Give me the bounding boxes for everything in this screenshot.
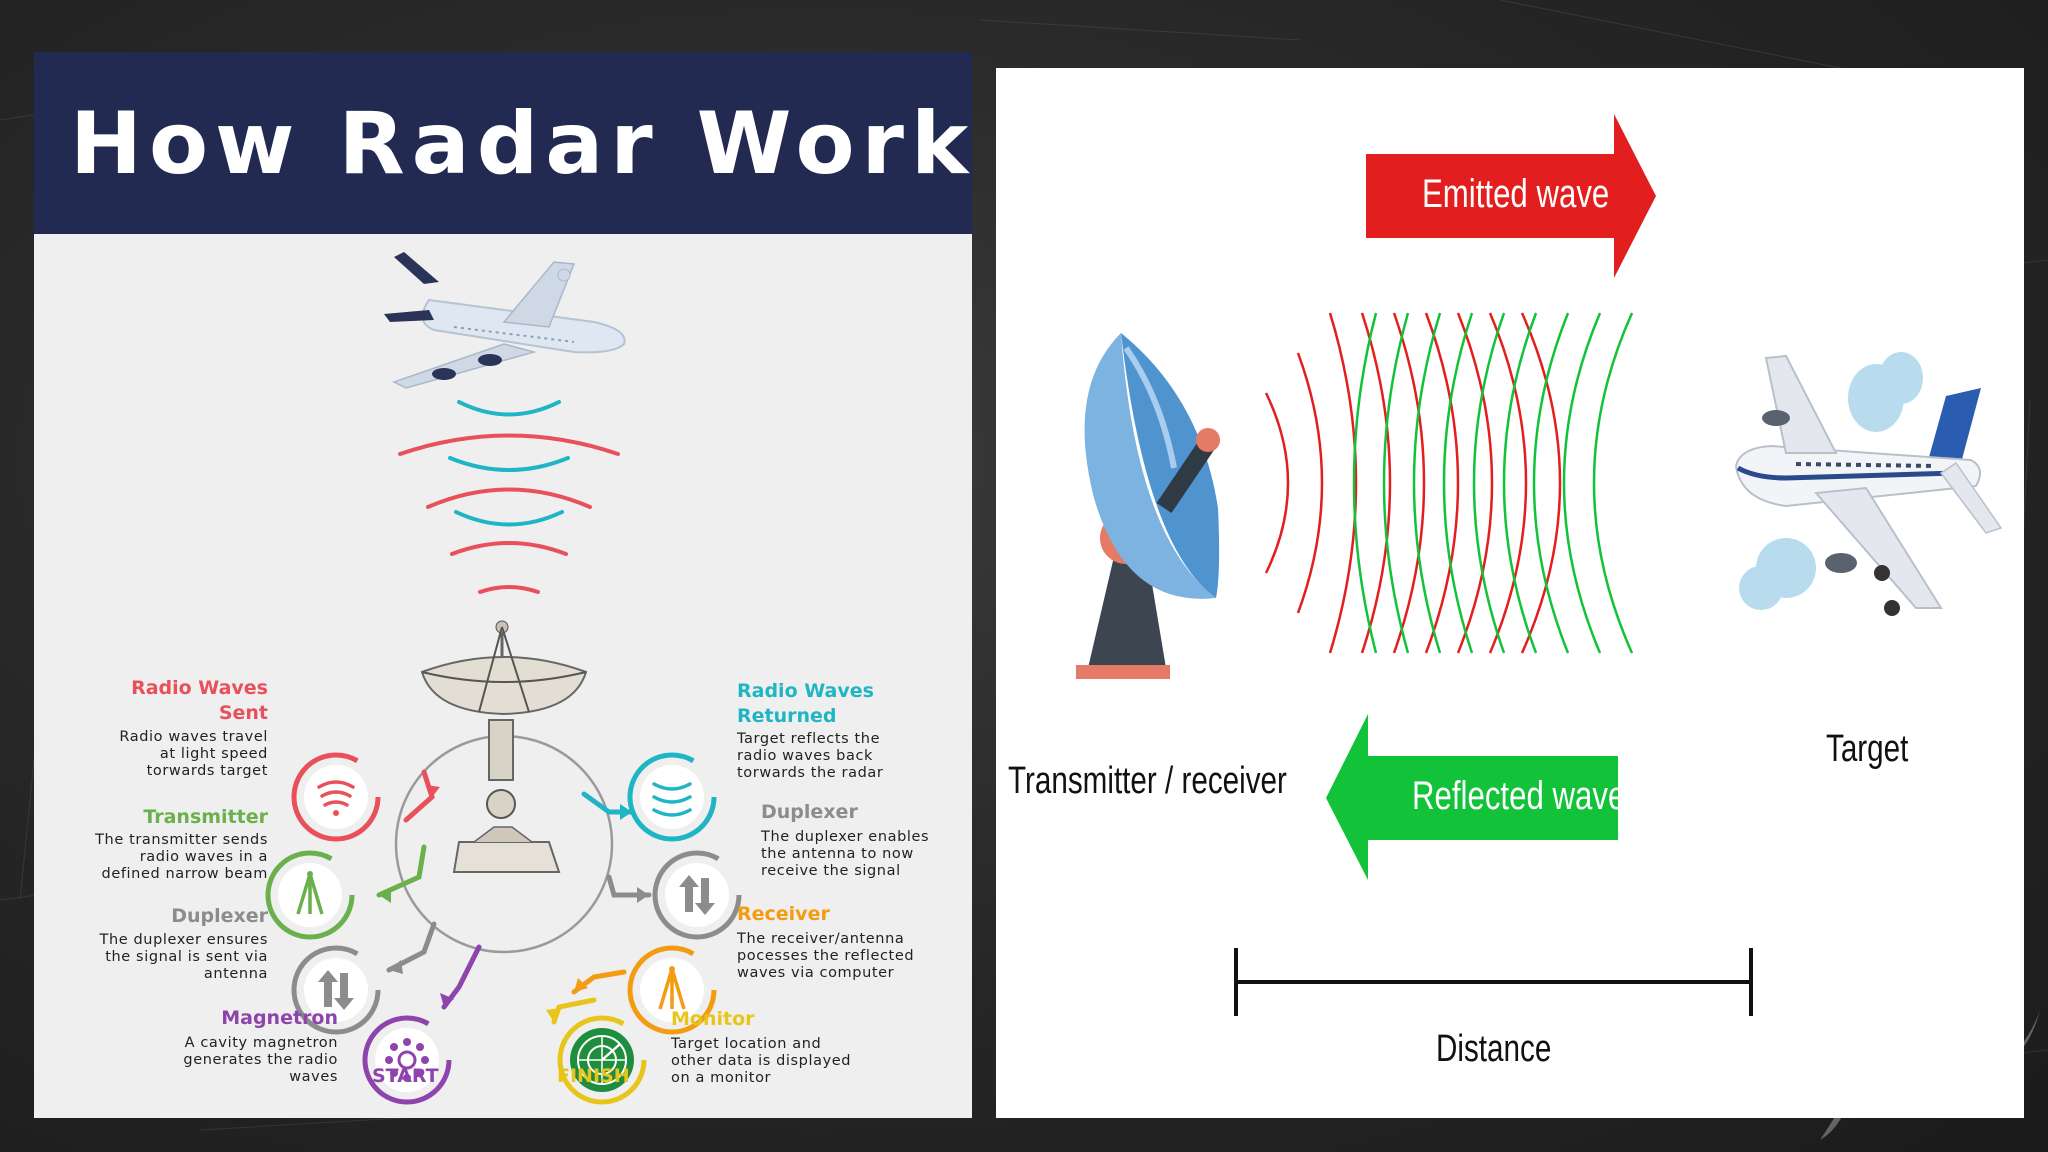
radar-diagram: Emitted wave Reflected wave Transmitter … xyxy=(996,68,2024,1118)
wave-lines xyxy=(1264,312,1634,654)
finish-label: FINISH xyxy=(557,1065,630,1087)
reflected-wave-line xyxy=(1352,312,1378,654)
distance-scale xyxy=(1234,948,1753,1016)
magnetron-icon xyxy=(362,1015,452,1105)
duplexer-left-title: Duplexer xyxy=(171,905,268,927)
emitted-wave-line xyxy=(1520,312,1562,654)
monitor-desc: Target location and other data is displa… xyxy=(671,1036,852,1086)
receiver-title: Receiver xyxy=(737,903,830,925)
duplexer-right-title: Duplexer xyxy=(761,801,858,823)
reflected-wave-line xyxy=(1592,312,1634,654)
emitted-wave-line xyxy=(1456,312,1494,654)
emitted-wave-line xyxy=(1424,312,1460,654)
radar-wave-arcs xyxy=(398,400,620,594)
magnetron-title: Magnetron xyxy=(221,1007,338,1029)
emitted-wave-label: Emitted wave xyxy=(1422,172,1610,216)
emitted-wave-line xyxy=(1488,312,1528,654)
receiver-icon xyxy=(627,945,717,1035)
radio-waves-returned-icon xyxy=(627,752,717,842)
transmitter-icon xyxy=(265,850,355,940)
transmitter-receiver-label: Transmitter / receiver xyxy=(1008,760,1287,802)
duplexer-left-icon xyxy=(291,945,381,1035)
reflected-wave-line xyxy=(1472,312,1506,654)
airplane-icon xyxy=(384,252,626,389)
page-title: How Radar Works xyxy=(70,94,972,194)
monitor-icon xyxy=(557,1015,647,1105)
target-airplane-icon xyxy=(1734,352,2003,616)
emitted-wave-line xyxy=(1328,312,1358,654)
reflected-wave-line xyxy=(1442,312,1474,654)
radio-waves-returned-desc: Target reflects the radio waves back tor… xyxy=(737,731,884,781)
duplexer-right-icon xyxy=(652,850,742,940)
monitor-title: Monitor xyxy=(671,1008,755,1030)
reflected-wave-line xyxy=(1382,312,1410,654)
magnetron-desc: A cavity magnetron generates the radio w… xyxy=(183,1035,338,1085)
emitted-wave-line xyxy=(1360,312,1392,654)
duplexer-right-desc: The duplexer enables the antenna to now … xyxy=(761,829,930,879)
reflected-wave-line xyxy=(1502,312,1538,654)
target-label: Target xyxy=(1826,728,1909,770)
receiver-desc: The receiver/antenna pocesses the reflec… xyxy=(737,931,915,981)
transmitter-desc: The transmitter sends radio waves in a d… xyxy=(95,832,268,882)
reflected-wave-arrow xyxy=(1326,714,1618,880)
radio-waves-returned-title: Radio Waves Returned xyxy=(737,680,874,727)
distance-label: Distance xyxy=(1436,1028,1552,1070)
transmitter-title: Transmitter xyxy=(143,806,268,828)
radio-waves-sent-icon xyxy=(291,752,381,842)
radar-dish-icon xyxy=(420,620,588,873)
reflected-wave-line xyxy=(1532,312,1570,654)
radio-waves-sent-desc: Radio waves travel at light speed torwar… xyxy=(119,729,268,779)
reflected-wave-line xyxy=(1562,312,1602,654)
start-label: START xyxy=(372,1065,439,1087)
arrow-heads xyxy=(379,785,649,1022)
reflected-wave-line xyxy=(1412,312,1442,654)
duplexer-left-desc: The duplexer ensures the signal is sent … xyxy=(99,932,268,982)
radio-waves-sent-title: Radio Waves Sent xyxy=(131,677,268,724)
radar-dish-icon xyxy=(1076,333,1220,679)
emitted-wave-line xyxy=(1392,312,1426,654)
infographic-graphics xyxy=(265,252,742,1105)
emitted-wave-line xyxy=(1296,352,1324,614)
emitted-wave-arrow xyxy=(1366,114,1656,278)
how-radar-works-infographic: How Radar Works xyxy=(34,52,972,1118)
reflected-wave-label: Reflected wave xyxy=(1412,774,1626,818)
emitted-wave-line xyxy=(1264,392,1290,574)
title-banner: How Radar Works xyxy=(34,52,972,234)
radar-diagram-graphics xyxy=(1076,114,2003,1016)
